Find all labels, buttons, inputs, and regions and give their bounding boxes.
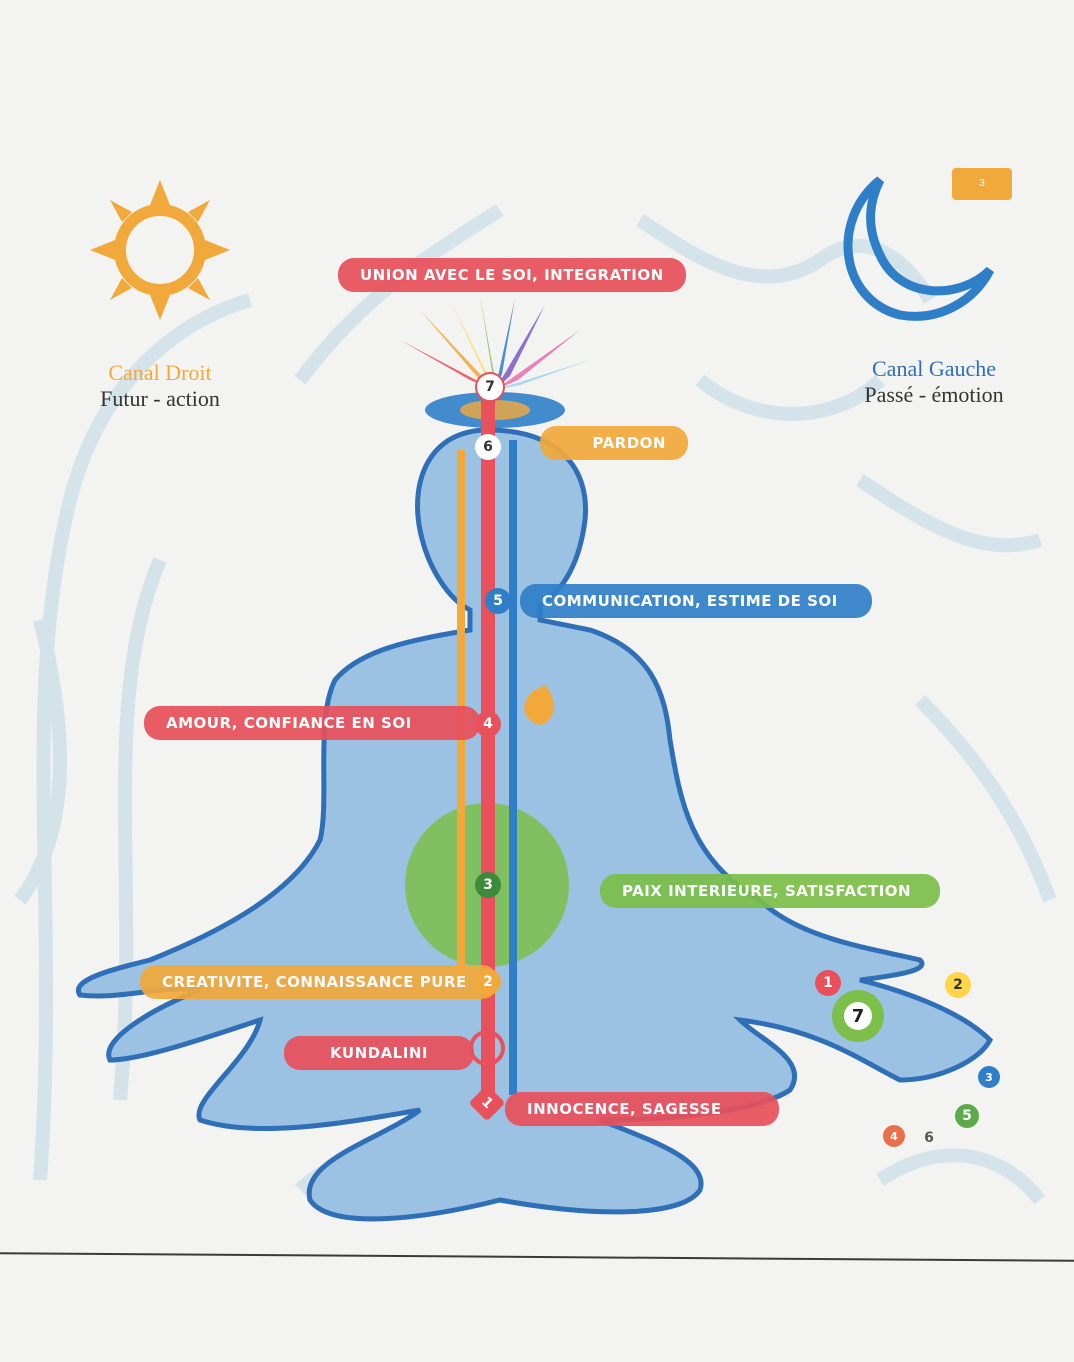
heart-flame: [524, 685, 554, 725]
moon-icon: [843, 176, 995, 321]
label-union: UNION AVEC LE SOI, INTEGRATION: [338, 258, 686, 292]
hand-dot-7-inner: [844, 1002, 872, 1030]
hand-dot-3: [978, 1066, 1000, 1088]
canal-droit: Canal Droit Futur - action: [60, 360, 260, 412]
chakra-2: 2: [475, 969, 501, 995]
chakra-5: 5: [485, 588, 511, 614]
chakra-4: 4: [475, 711, 501, 737]
label-creativite: CREATIVITE, CONNAISSANCE PURE: [140, 965, 498, 999]
hand-dot-2: [945, 972, 971, 998]
corner-badge: 3: [952, 168, 1012, 200]
chakra-7: 7: [475, 372, 505, 402]
hand-number-1: 1: [823, 975, 833, 991]
background-ornament: [14, 204, 1057, 1205]
label-pardon: PARDON: [540, 426, 688, 460]
left-channel-blue: [509, 440, 517, 1095]
label-innocence: INNOCENCE, SAGESSE: [505, 1092, 779, 1126]
hand-dot-4: [883, 1125, 905, 1147]
hand-number-4: 4: [890, 1129, 898, 1143]
hand-number-5: 5: [962, 1108, 972, 1124]
canal-gauche-title: Canal Gauche: [872, 356, 996, 381]
canal-droit-subtitle: Futur - action: [100, 386, 220, 411]
canal-gauche-subtitle: Passé - émotion: [864, 382, 1004, 407]
label-paix: PAIX INTERIEURE, SATISFACTION: [600, 874, 940, 908]
hand-dot-5: [955, 1104, 979, 1128]
crown-rays: [400, 295, 590, 390]
hand-number-2: 2: [953, 977, 963, 993]
label-kundalini: KUNDALINI: [284, 1036, 474, 1070]
canal-gauche: Canal Gauche Passé - émotion: [834, 356, 1034, 408]
hand-number-6: 6: [924, 1130, 934, 1146]
label-communication: COMMUNICATION, ESTIME DE SOI: [520, 584, 872, 618]
chakra-6: 6: [475, 434, 501, 460]
hand-dot-1: [815, 970, 841, 996]
hand-number-7: 7: [851, 1005, 865, 1027]
hand-number-3: 3: [985, 1070, 993, 1084]
label-amour: AMOUR, CONFIANCE EN SOI: [144, 706, 480, 740]
sun-icon: [90, 180, 230, 320]
chakra-3: 3: [475, 872, 501, 898]
central-channel-red: [481, 385, 495, 1105]
canal-droit-title: Canal Droit: [108, 360, 212, 385]
